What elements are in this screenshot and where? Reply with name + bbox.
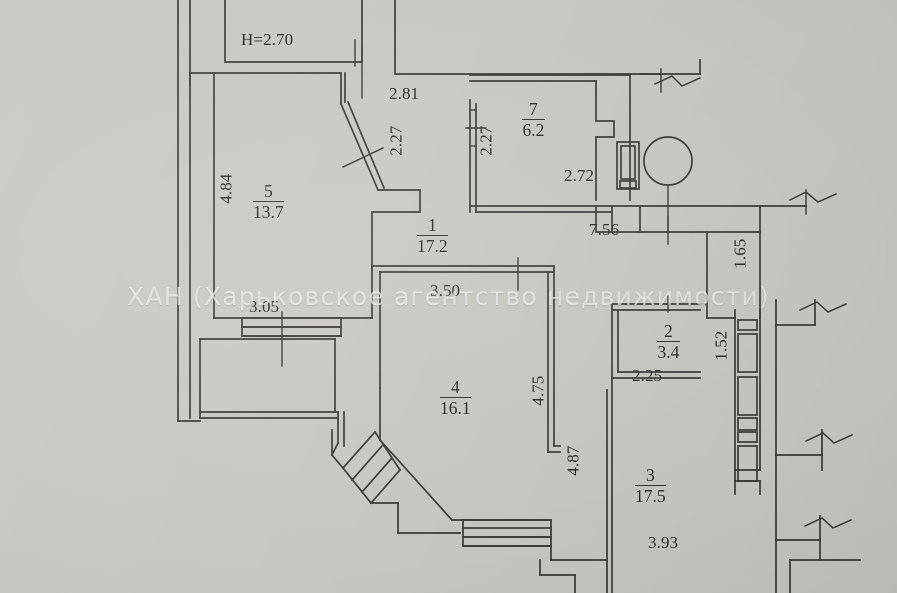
left-outer-wall	[177, 0, 201, 422]
left-stair-hatch	[241, 311, 342, 367]
balcony-lower-left	[330, 429, 461, 534]
room-1-hall-walls	[371, 99, 761, 319]
top-ceiling-height-room	[224, 0, 701, 75]
circle-fixture-icon	[643, 136, 693, 186]
bottom-window-strip	[462, 519, 608, 593]
right-exterior-stepped-walls	[775, 299, 861, 593]
room-7-walls	[465, 74, 631, 201]
kitchen-fixtures	[616, 141, 669, 233]
left-lower-block	[199, 338, 345, 457]
room-3-walls	[606, 377, 613, 593]
room-4-walls	[378, 257, 561, 522]
top-right-outer-wall	[639, 59, 701, 93]
room-2-walls	[611, 295, 708, 379]
wall-lines	[177, 0, 861, 593]
dimension-witness-ticks	[354, 39, 669, 245]
right-window-wall	[734, 309, 761, 495]
room-5-walls	[189, 72, 386, 319]
right-upper-wall	[595, 189, 837, 319]
